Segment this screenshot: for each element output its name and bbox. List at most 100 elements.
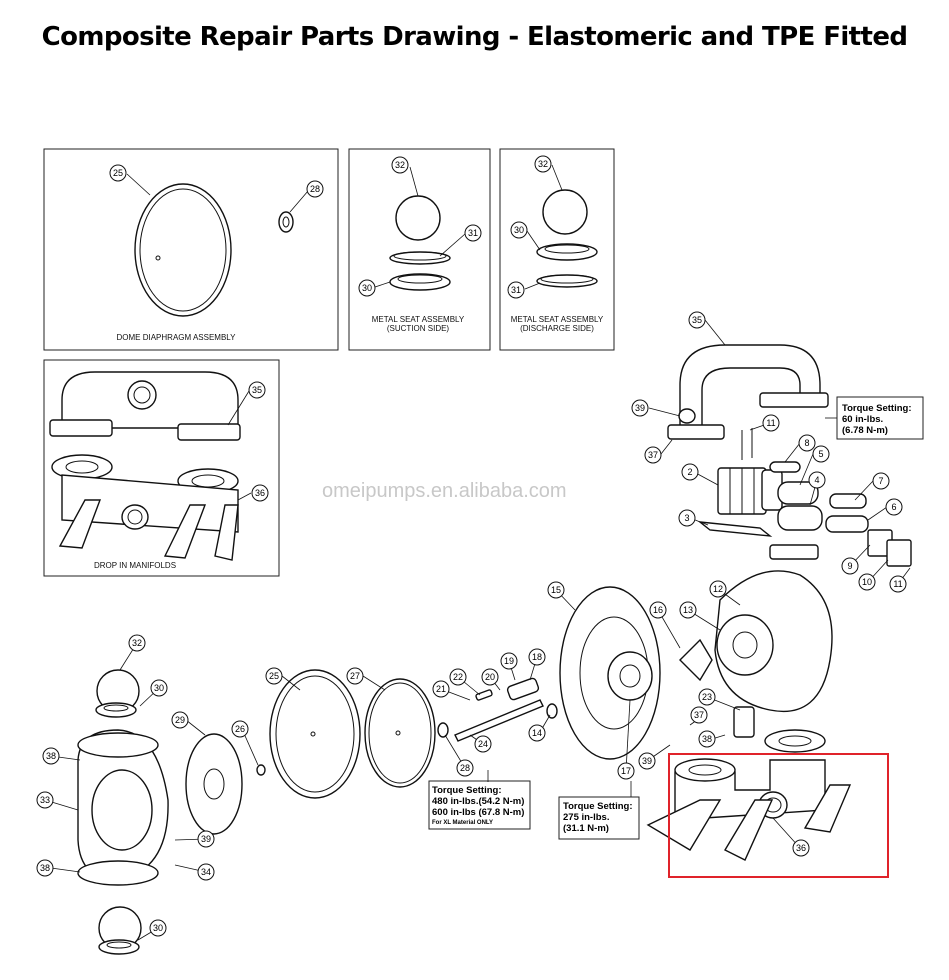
callout-4: 4: [808, 471, 826, 489]
callout-39-center: 39: [638, 752, 656, 770]
callout-22: 22: [449, 668, 467, 686]
callout-number: 37: [694, 710, 704, 720]
callout-number: 16: [653, 605, 663, 615]
callout-28-main: 28: [456, 759, 474, 777]
callout-number: 5: [818, 449, 823, 459]
callout-25-dome: 25: [109, 164, 127, 182]
callout-37-bottom: 37: [690, 706, 708, 724]
torque-text: 275 in-lbs.: [563, 812, 609, 823]
callout-number: 33: [40, 795, 50, 805]
callout-number: 34: [201, 867, 211, 877]
callout-13: 13: [679, 601, 697, 619]
torque-box-60: Torque Setting: 60 in-lbs. (6.78 N-m): [836, 396, 924, 440]
callout-number: 32: [132, 638, 142, 648]
callout-3: 3: [678, 509, 696, 527]
callout-number: 27: [350, 671, 360, 681]
dome-diaphragm-box: [43, 148, 339, 351]
callout-39-top: 39: [631, 399, 649, 417]
callout-39-left: 39: [197, 830, 215, 848]
callout-35-manifolds: 35: [248, 381, 266, 399]
callout-23: 23: [698, 688, 716, 706]
callout-17: 17: [617, 762, 635, 780]
discharge-seat-box: [499, 148, 615, 351]
discharge-seat-drawing: [536, 189, 598, 288]
callout-number: 32: [538, 159, 548, 169]
watermark-text: omeipumps.en.alibaba.com: [322, 480, 567, 502]
callout-number: 30: [362, 283, 372, 293]
inlet-manifold-highlight: [668, 753, 889, 878]
callout-number: 35: [252, 385, 262, 395]
callout-11-right: 11: [889, 575, 907, 593]
callout-number: 17: [621, 766, 631, 776]
callout-number: 25: [113, 168, 123, 178]
inlet-manifold-drawing: [646, 729, 852, 861]
callout-20: 20: [481, 668, 499, 686]
callout-number: 37: [648, 450, 658, 460]
callout-7: 7: [872, 472, 890, 490]
callout-number: 10: [862, 577, 872, 587]
torque-box-275: Torque Setting: 275 in-lbs. (31.1 N-m): [558, 796, 640, 840]
drop-in-manifolds-box: [43, 359, 280, 577]
torque-text: (31.1 N-m): [563, 823, 609, 834]
callout-19: 19: [500, 652, 518, 670]
callout-16: 16: [649, 601, 667, 619]
callout-number: 18: [532, 652, 542, 662]
torque-text: (6.78 N-m): [842, 425, 888, 436]
suction-caption-line1: METAL SEAT ASSEMBLY: [372, 315, 465, 324]
callout-number: 2: [687, 467, 692, 477]
callout-number: 39: [642, 756, 652, 766]
callout-30-suction: 30: [358, 279, 376, 297]
callout-number: 28: [460, 763, 470, 773]
callout-number: 13: [683, 605, 693, 615]
callout-number: 24: [478, 739, 488, 749]
callout-5: 5: [812, 445, 830, 463]
callout-number: 8: [804, 438, 809, 448]
callout-31-discharge: 31: [507, 281, 525, 299]
callout-32-left: 32: [128, 634, 146, 652]
callout-14: 14: [528, 724, 546, 742]
callout-number: 36: [255, 488, 265, 498]
torque-text: Torque Setting:: [432, 785, 501, 796]
callout-number: 39: [635, 403, 645, 413]
callout-number: 23: [702, 692, 712, 702]
callout-38-left-top: 38: [42, 747, 60, 765]
callout-8: 8: [798, 434, 816, 452]
discharge-caption-line1: METAL SEAT ASSEMBLY: [511, 315, 604, 324]
torque-box-480: Torque Setting: 480 in-lbs.(54.2 N-m) 60…: [428, 780, 531, 830]
callout-9: 9: [841, 557, 859, 575]
callout-18: 18: [528, 648, 546, 666]
callout-number: 7: [878, 476, 883, 486]
callout-number: 36: [796, 843, 806, 853]
callout-number: 11: [893, 579, 902, 589]
callout-2: 2: [681, 463, 699, 481]
callout-number: 22: [453, 672, 463, 682]
callout-30-discharge: 30: [510, 221, 528, 239]
callout-21: 21: [432, 680, 450, 698]
callout-number: 38: [46, 751, 56, 761]
callout-15: 15: [547, 581, 565, 599]
callout-38-left-bottom: 38: [36, 859, 54, 877]
drop-in-manifolds-drawing: [49, 371, 241, 561]
callout-number: 38: [40, 863, 50, 873]
torque-text: 60 in-lbs.: [842, 414, 883, 425]
callout-29: 29: [171, 711, 189, 729]
page-title: Composite Repair Parts Drawing - Elastom…: [41, 22, 908, 52]
callout-number: 6: [891, 502, 896, 512]
callout-number: 25: [269, 671, 279, 681]
callout-11-top: 11: [762, 414, 780, 432]
callout-number: 20: [485, 672, 495, 682]
callout-number: 12: [713, 584, 723, 594]
callout-number: 14: [532, 728, 542, 738]
callout-number: 3: [684, 513, 689, 523]
callout-30-left-top: 30: [150, 679, 168, 697]
torque-text: Torque Setting:: [563, 801, 632, 812]
callout-38-right: 38: [698, 730, 716, 748]
callout-number: 29: [175, 715, 185, 725]
callout-25-main: 25: [265, 667, 283, 685]
callout-number: 30: [153, 923, 163, 933]
callout-28-dome: 28: [306, 180, 324, 198]
callout-35-main: 35: [688, 311, 706, 329]
callout-30-left-bottom: 30: [149, 919, 167, 937]
callout-number: 35: [692, 315, 702, 325]
